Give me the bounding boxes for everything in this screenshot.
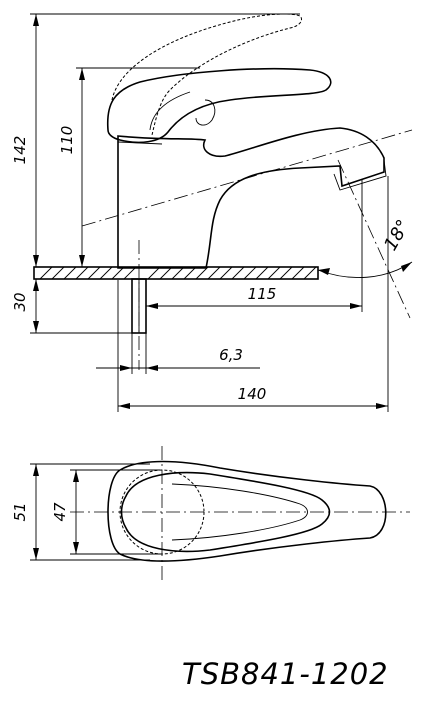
dim-142-arrow-bottom [33, 255, 39, 267]
outlet-axis-line [337, 159, 411, 319]
faucet-body [117, 127, 385, 269]
top-lever [120, 471, 331, 553]
dim-angle-arrow-right [401, 262, 412, 272]
dim-angle-arc [317, 261, 413, 278]
dim-140-arrow-left [118, 403, 130, 409]
spout-axis-line [81, 129, 413, 227]
dim-47-label: 47 [51, 502, 69, 522]
dim-6-3-arrow-left [120, 365, 132, 371]
dim-47-arrow-bottom [73, 542, 79, 554]
dim-47-arrow-top [73, 470, 79, 482]
lever-raised-outline [111, 13, 303, 136]
lever-inner-line [149, 91, 191, 131]
dim-140-arrow-right [376, 403, 388, 409]
top-view: 51 47 [11, 446, 410, 580]
dim-142-label: 142 [11, 136, 29, 165]
base-hatching [39, 266, 317, 280]
dim-142-arrow-top [33, 14, 39, 26]
dim-115-label: 115 [248, 285, 277, 303]
dim-6-3-label: 6,3 [219, 346, 243, 364]
dim-51-arrow-top [33, 464, 39, 476]
dim-115-arrow-right [350, 303, 362, 309]
dim-6-3-arrow-right [146, 365, 158, 371]
dim-140-label: 140 [238, 385, 267, 403]
lever-cap [195, 99, 216, 126]
dim-110-label: 110 [58, 126, 76, 155]
dim-angle-arrow-left [318, 268, 330, 275]
side-view: 142 110 30 115 6,3 140 [11, 13, 414, 412]
dim-angle-label: 18° [380, 216, 414, 254]
lever-handle [106, 67, 332, 144]
aerator [333, 159, 387, 191]
model-code-label: TSB841-1202 [182, 657, 389, 691]
dim-110-arrow-top [79, 68, 85, 80]
dim-30-arrow-bottom [33, 321, 39, 333]
dim-51-label: 51 [11, 502, 29, 521]
base-plate [33, 266, 319, 280]
body-seam [117, 141, 163, 145]
dim-30-arrow-top [33, 279, 39, 291]
dim-51-arrow-bottom [33, 548, 39, 560]
dim-115-arrow-left [146, 303, 158, 309]
dim-110-arrow-bottom [79, 255, 85, 267]
dim-30-label: 30 [11, 292, 29, 311]
top-lever-inner [171, 483, 308, 541]
